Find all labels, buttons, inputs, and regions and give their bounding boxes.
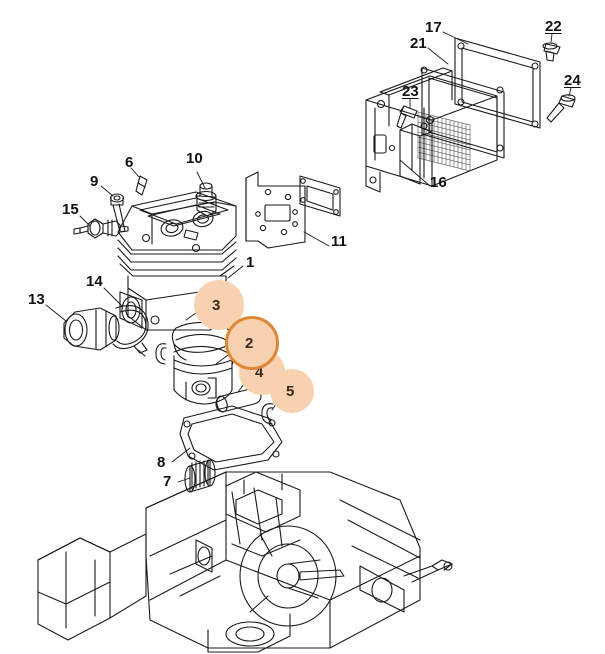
circlip-right [261,403,274,425]
callout-23[interactable]: 23 [402,83,419,100]
engine-housing [37,471,453,653]
callout-13[interactable]: 13 [28,291,45,308]
leader-lines [45,31,572,483]
callout-14[interactable]: 14 [86,273,103,290]
callout-6[interactable]: 6 [125,154,134,171]
callout-16[interactable]: 16 [430,174,447,191]
muffler-flange-gasket [299,175,341,217]
decompression-valve [195,182,217,217]
intake-manifold [63,307,120,351]
muffler-gasket-outer-shape [454,37,541,129]
callout-22[interactable]: 22 [545,18,562,35]
muffler-assembly [365,37,576,193]
highlight-5-number: 5 [286,383,295,400]
needle-cage-bearing [184,459,216,493]
spark-plug [73,218,129,239]
callout-7[interactable]: 7 [163,473,172,490]
screw-22 [542,42,561,62]
callout-10[interactable]: 10 [186,150,203,167]
screw-23 [396,105,418,129]
cylinder-base-gasket [179,405,283,471]
callout-24[interactable]: 24 [564,72,581,89]
screw-24 [546,94,576,123]
hose-clamp [112,305,149,357]
heat-shield-plate [245,171,306,249]
piston [173,355,233,405]
spark-arrestor-screen [417,111,471,172]
highlight-4-number: 4 [255,364,264,381]
callout-9[interactable]: 9 [90,173,99,190]
callout-8[interactable]: 8 [157,454,166,471]
callout-1[interactable]: 1 [246,254,255,271]
callout-17[interactable]: 17 [425,19,442,36]
circlip-left [155,343,167,365]
highlight-3-number: 3 [212,297,221,314]
callout-15[interactable]: 15 [62,201,79,218]
callout-21[interactable]: 21 [410,35,427,52]
dowel-pin [135,175,148,196]
highlight-2[interactable] [225,316,279,370]
callout-11[interactable]: 11 [331,233,347,250]
highlight-2-number: 2 [245,335,254,352]
highlight-5[interactable] [270,369,314,413]
